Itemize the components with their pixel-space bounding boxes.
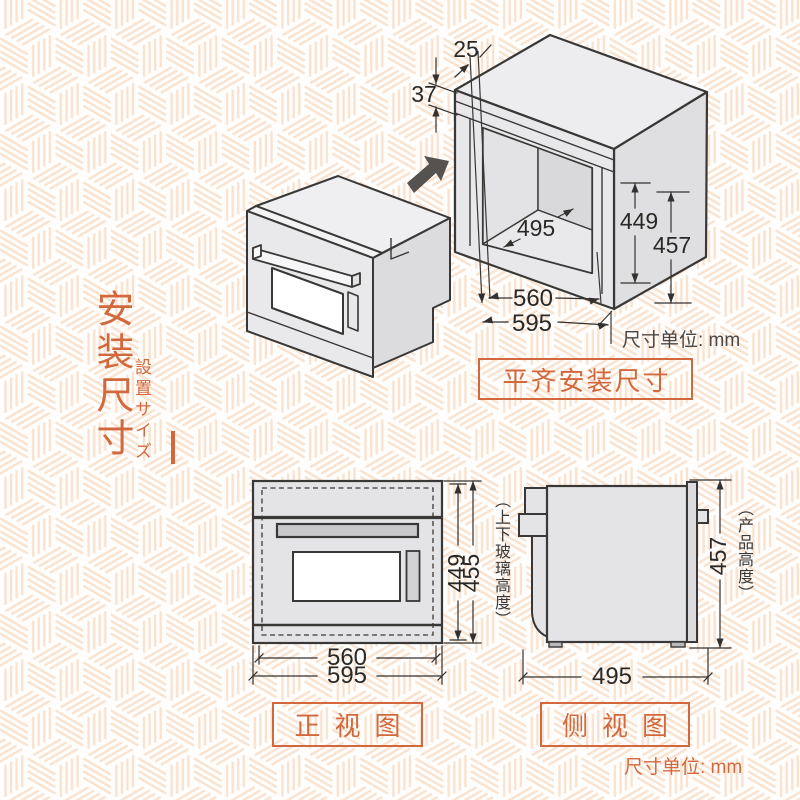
side-foot-back [548, 641, 563, 648]
iso-diagram [453, 33, 709, 344]
side-dimensions [518, 479, 732, 685]
side-back-flange [518, 513, 548, 537]
side-handle-nub [696, 509, 709, 524]
dim-595-niche: 595 [512, 310, 552, 337]
unit-note-top: 尺寸单位: mm [622, 330, 741, 351]
caption-flush-install-label: 平齐安装尺寸 [502, 365, 671, 396]
dim-560-front: 560 [327, 644, 367, 671]
dim-495-side: 495 [592, 663, 632, 690]
unit-note-bottom: 尺寸单位: mm [624, 757, 743, 778]
dim-495-niche: 495 [517, 215, 555, 241]
dim-449-front: 449 [443, 554, 469, 592]
dim-457-side: 457 [705, 537, 731, 575]
front-dimensions [248, 480, 482, 685]
insert-direction-arrow-icon [407, 156, 449, 193]
side-dimension-labels: 457 495 [592, 537, 731, 690]
iso-dimensions [428, 44, 692, 331]
side-body [545, 484, 689, 644]
page-subtitle-japanese: 設置サイズ [132, 358, 151, 463]
oven-control-strip [347, 291, 359, 332]
caption-side-view-label: 侧视图 [561, 711, 682, 741]
caption-flush-install: 平齐安装尺寸 [478, 358, 693, 400]
front-control-strip [405, 550, 421, 602]
front-glass-height-note: （上下玻璃高度） [492, 492, 509, 628]
oven-iso [246, 175, 451, 378]
front-view [251, 479, 444, 645]
caption-front-view: 正视图 [272, 702, 423, 747]
side-product-height-note: （产品高度） [735, 500, 752, 602]
dim-595-front: 595 [327, 662, 367, 689]
front-dimension-labels: 449 455 560 595 [327, 554, 484, 689]
dim-25: 25 [453, 36, 479, 62]
oven-door-handle [252, 244, 361, 288]
front-window [292, 551, 401, 602]
dim-449-niche: 449 [620, 208, 658, 234]
front-handle [275, 522, 420, 539]
side-door-panel [686, 481, 698, 643]
dim-457-niche: 457 [653, 232, 691, 258]
side-foot-front [670, 641, 686, 648]
caption-side-view: 侧视图 [540, 702, 690, 747]
title-accent-bar [171, 431, 175, 464]
extension-lines-front [469, 50, 613, 344]
side-view [518, 481, 709, 648]
caption-front-view-label: 正视图 [294, 711, 415, 741]
dim-455-front: 455 [458, 554, 484, 592]
front-dashed-inset [261, 487, 434, 636]
dim-560-niche: 560 [513, 285, 553, 312]
oven-body-seams [246, 238, 410, 359]
dim-37: 37 [411, 81, 437, 107]
iso-dimension-labels: 25 37 495 449 457 560 595 [411, 36, 691, 337]
oven-door-window [271, 267, 344, 335]
page-title-vertical: 安装尺寸 [90, 289, 132, 461]
niche-interior [482, 127, 593, 274]
